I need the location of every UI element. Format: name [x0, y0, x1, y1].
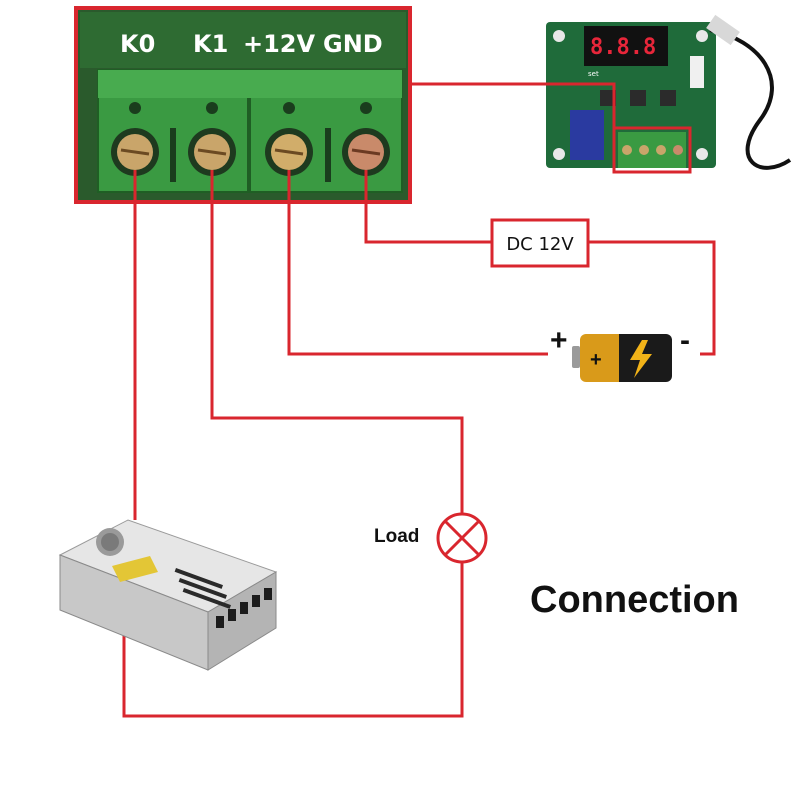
battery-terminal — [572, 346, 580, 368]
lightning-icon — [630, 340, 652, 378]
sensor-cable — [709, 28, 792, 170]
battery-plus-sign: + — [550, 324, 568, 357]
wire-k1 — [210, 170, 464, 514]
module-button-2 — [630, 90, 646, 106]
wire-load-return — [122, 562, 464, 718]
screw-k0 — [111, 128, 159, 176]
terminal-label-gnd: GND — [323, 30, 383, 58]
wire-dc-minus — [588, 240, 716, 356]
terminal-label-k0: K0 — [120, 30, 155, 58]
battery-minus-sign: - — [680, 324, 690, 357]
psu-terminal-strip — [216, 588, 272, 628]
load-label: Load — [374, 526, 419, 547]
terminal-label-k1: K1 — [193, 30, 228, 58]
battery-plus-mark: + — [590, 349, 602, 371]
psu-label-sticker — [112, 556, 158, 582]
module-button-1 — [600, 90, 616, 106]
terminal-block: K0 K1 +12V GND — [74, 6, 412, 204]
terminal-label-12v: +12V — [243, 30, 316, 58]
battery: + - + — [550, 324, 690, 382]
module-terminal-highlight — [612, 126, 692, 174]
terminal-highlight-frame — [74, 6, 412, 204]
module-display-digits: 8.8.8 — [590, 35, 656, 60]
diagram-title: Connection — [530, 579, 739, 621]
wire-12v — [287, 170, 548, 356]
screw-k1 — [188, 128, 236, 176]
power-supply — [58, 519, 278, 671]
module-set-label: set — [588, 70, 599, 78]
thermostat-module: 8.8.8 set — [546, 14, 792, 174]
screw-12v — [265, 128, 313, 176]
module-display — [584, 26, 668, 66]
load: Load — [374, 512, 488, 564]
sensor-probe — [706, 14, 740, 46]
dc-label-box: DC 12V — [490, 218, 590, 268]
dc-label: DC 12V — [506, 234, 574, 255]
psu-vents — [174, 567, 231, 609]
module-relay — [570, 110, 604, 160]
screw-gnd — [342, 128, 390, 176]
wires — [122, 82, 716, 718]
wire-highlight-link — [410, 82, 616, 128]
wire-gnd — [364, 170, 492, 244]
module-sensor-connector — [690, 56, 704, 88]
module-button-3 — [660, 90, 676, 106]
